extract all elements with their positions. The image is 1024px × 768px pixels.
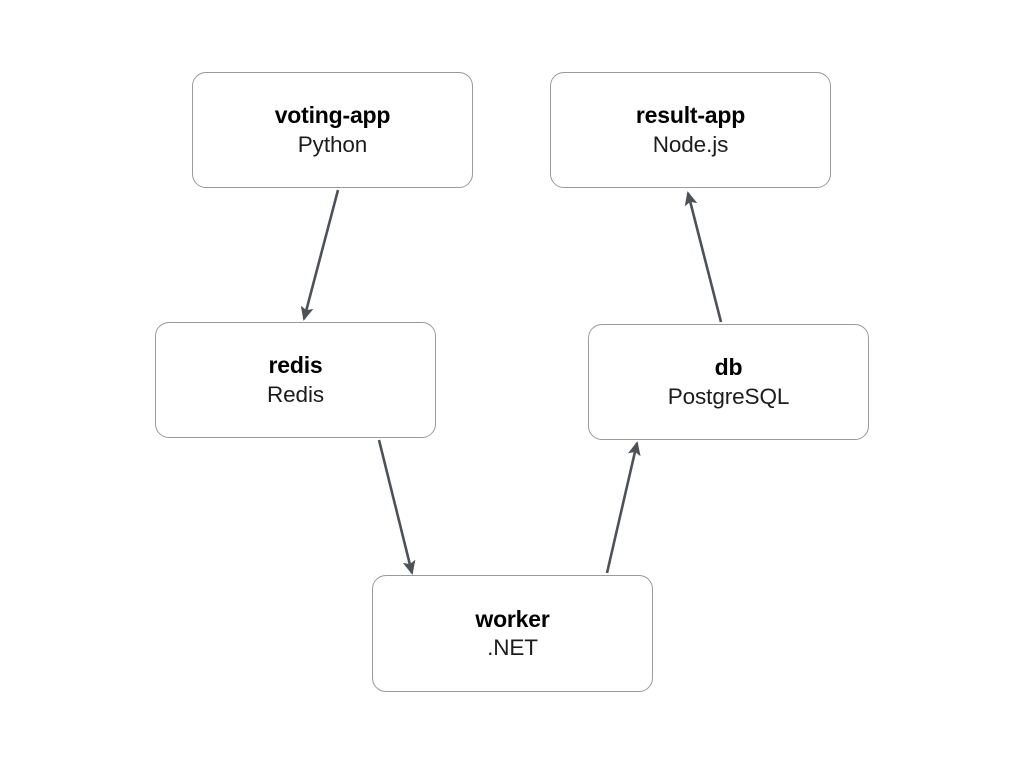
node-voting-app-title: voting-app — [274, 102, 391, 129]
edge-voting-app-to-redis — [300, 189, 340, 321]
edge-db-to-result-app — [684, 191, 723, 323]
node-worker[interactable]: worker .NET — [372, 575, 653, 692]
node-db-title: db — [714, 354, 743, 381]
edge-worker-to-db — [605, 441, 641, 574]
node-redis-title: redis — [268, 352, 323, 379]
node-result-app-subtitle: Node.js — [652, 131, 729, 157]
node-redis-subtitle: Redis — [266, 381, 325, 407]
node-voting-app-subtitle: Python — [297, 131, 368, 157]
edge-redis-to-worker — [377, 439, 416, 575]
node-result-app-title: result-app — [635, 102, 746, 129]
node-db-subtitle: PostgreSQL — [667, 383, 790, 409]
node-worker-title: worker — [475, 605, 550, 632]
node-worker-subtitle: .NET — [487, 635, 538, 661]
